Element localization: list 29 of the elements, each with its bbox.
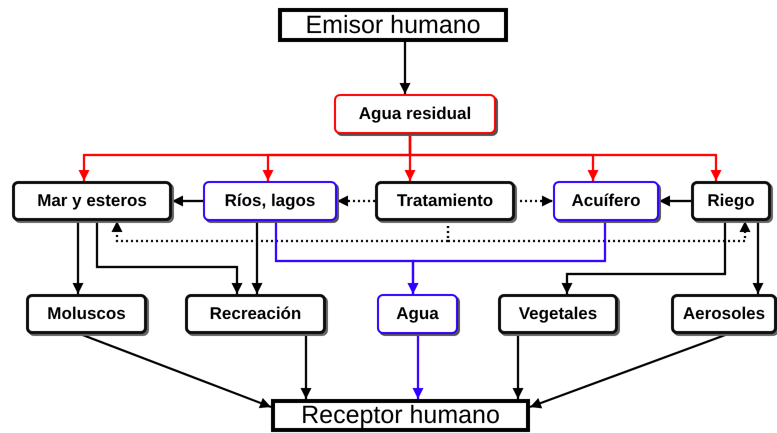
process-box: Riego — [691, 181, 771, 221]
process-box: Acuífero — [553, 181, 659, 221]
arrow — [512, 334, 524, 399]
process-box: Aerosoles — [671, 294, 777, 334]
process-box: Ríos, lagos — [203, 181, 337, 221]
arrow — [337, 196, 375, 206]
process-box: Agua residual — [334, 94, 496, 134]
process-box: Tratamiento — [375, 181, 515, 221]
arrow — [252, 221, 262, 294]
arrow — [752, 221, 764, 294]
arrow — [400, 42, 410, 94]
terminal-box: Receptor humano — [271, 399, 530, 432]
arrow — [172, 196, 203, 206]
arrow — [72, 221, 84, 294]
process-box: Recreación — [185, 294, 326, 334]
terminal-box: Emisor humano — [278, 8, 508, 42]
arrow — [300, 334, 312, 399]
arrow — [408, 221, 606, 294]
arrow — [96, 221, 242, 294]
process-box: Mar y esteros — [12, 181, 172, 221]
arrow — [562, 221, 726, 294]
arrow — [659, 196, 691, 206]
arrow — [408, 134, 722, 181]
process-box: Vegetales — [498, 294, 618, 334]
process-box: Moluscos — [26, 294, 147, 334]
process-box: Agua — [377, 294, 458, 334]
arrow — [112, 221, 450, 242]
arrow — [412, 334, 424, 399]
arrow — [446, 221, 750, 242]
